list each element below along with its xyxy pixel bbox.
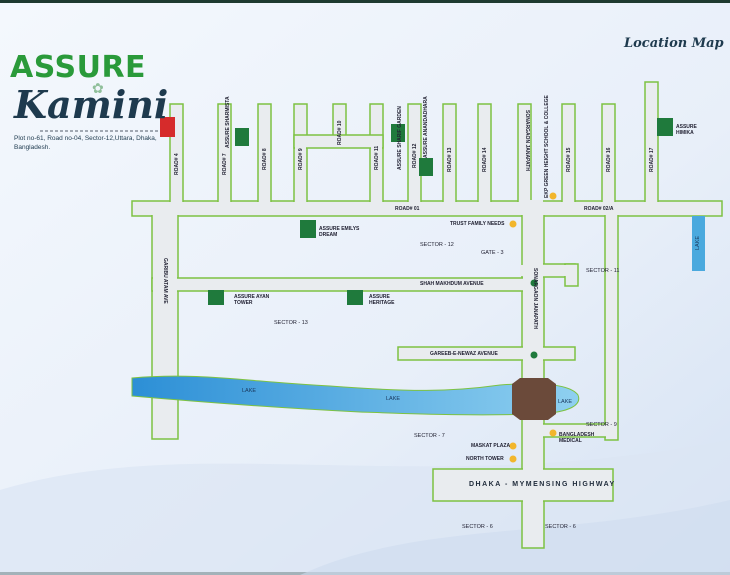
sharif-garden-label: ASSURE SHARIF GARDEN: [397, 106, 403, 170]
project-emilys-dream: [300, 220, 316, 238]
heritage-label: ASSURE HERITAGE: [369, 294, 395, 306]
road-7-label: ROAD# 7: [222, 153, 228, 175]
lake-right: [692, 216, 705, 271]
road-11-label: ROAD# 11: [374, 145, 380, 170]
flower-icon: ✿: [92, 80, 104, 96]
school-label: EKP GREEN HEIGHT SCHOOL & COLLEGE: [544, 95, 550, 198]
lake: [131, 375, 580, 416]
poi-dots: [509, 192, 557, 463]
map-title: Location Map: [624, 36, 724, 51]
road-01-label: ROAD# 01: [395, 206, 420, 212]
project-heritage: [347, 290, 363, 305]
road-12-label: ROAD# 12: [412, 143, 418, 168]
road-10-label: ROAD# 10: [337, 120, 343, 145]
emilys-dream-label: ASSURE EMILYS DREAM: [319, 226, 360, 238]
road-16-label: ROAD# 16: [606, 147, 612, 172]
sector-6-right-label: SECTOR - 6: [545, 524, 576, 530]
road-02a-label: ROAD# 02/A: [584, 206, 614, 212]
project-blocks: [208, 118, 673, 305]
road-4-label: ROAD# 4: [174, 153, 180, 175]
ayan-tower-label: ASSURE AYAN TOWER: [234, 294, 270, 306]
sharmista-label: ASSURE SHARMISTA: [225, 96, 231, 148]
sharmista-label-text: ASSURE SHARMISTA: [225, 96, 231, 148]
garibu-label: GARIBU ATAM AVE: [162, 258, 168, 304]
sector-13-label: SECTOR - 13: [274, 320, 308, 326]
sector-7-label: SECTOR - 7: [414, 433, 445, 439]
gate3-label: GATE - 3: [481, 250, 504, 256]
lake-a-label: LAKE: [242, 388, 257, 394]
road-9-label: ROAD# 9: [298, 148, 304, 170]
poi-trust-dot: [509, 220, 517, 228]
gareeb-label: GAREEB-E-NEWAZ AVENUE: [430, 351, 498, 357]
poi-gareeb-dot: [530, 351, 538, 359]
lake-right-label: LAKE: [695, 235, 701, 250]
sector-6-left-label: SECTOR - 6: [462, 524, 493, 530]
shah-makhdum-label: SHAH MAKHDUM AVENUE: [420, 281, 484, 287]
trust-family-label: TRUST FAMILY NEEDS: [450, 221, 505, 227]
project-himika: [657, 118, 673, 136]
project-sharif-garden: [391, 124, 405, 142]
brand-subtitle: Kamini: [14, 82, 169, 127]
north-tower-label: NORTH TOWER: [466, 456, 504, 462]
road-13-label: ROAD# 13: [447, 147, 453, 172]
highway-label: DHAKA - MYMENSING HIGHWAY: [469, 481, 616, 488]
site-marker: [160, 117, 175, 137]
sector-9-label: SECTOR - 9: [586, 422, 617, 428]
road-17-label: ROAD# 17: [649, 147, 655, 172]
road-15-label: ROAD# 15: [566, 147, 572, 172]
brand-title: ASSURE: [10, 50, 147, 85]
maskat-label: MASKAT PLAZA: [471, 443, 511, 449]
lake-c-label: LAKE: [558, 399, 573, 405]
sonargaon-mid-label: SONARGAON JANAPATH: [532, 268, 538, 329]
address-text: Plot no-61, Road no-04, Sector-12,Uttara…: [14, 135, 157, 151]
poi-maskat-dot: [509, 442, 517, 450]
project-ayan-tower: [208, 290, 224, 305]
medical-label: BANGLADESH MEDICAL: [559, 432, 595, 444]
road-8-label: ROAD# 8: [262, 148, 268, 170]
poi-north-dot: [509, 455, 517, 463]
sonargaon-top-label: SONARGAON JANAPATH: [524, 110, 530, 171]
lake-b-label: LAKE: [386, 396, 401, 402]
anandadhara-label: ASSURE ANANDADHARA: [423, 96, 429, 158]
sector-12-label: SECTOR - 12: [420, 242, 454, 248]
poi-medical-dot: [549, 429, 557, 437]
project-sharmista: [235, 128, 249, 146]
himika-label: ASSURE HIMIKA: [676, 124, 697, 136]
poi-school-dot: [549, 192, 557, 200]
poi-gate-dot: [530, 279, 538, 287]
project-anandadhara: [419, 158, 433, 176]
road-14-label: ROAD# 14: [482, 147, 488, 172]
sector-11-label: SECTOR - 11: [586, 268, 620, 274]
